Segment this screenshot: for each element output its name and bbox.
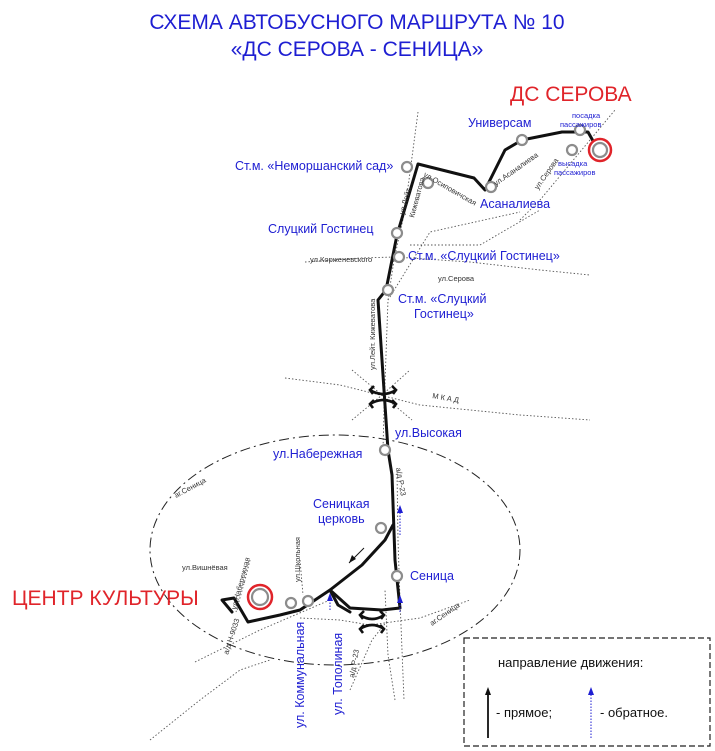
- stop-marker-senitsa: [390, 569, 404, 583]
- road-r23: [396, 469, 405, 701]
- stop-label-asanalieva: Асаналиева: [480, 197, 550, 211]
- stop-label-metro-slutsky-2b: Гостинец»: [414, 307, 474, 321]
- road-shkolnaya: [299, 559, 304, 596]
- interchange-mkad: [368, 385, 398, 409]
- street-label-ag-senitsa-right: аг.Сеница: [428, 600, 462, 628]
- stop-label-senitsa: Сеница: [410, 569, 454, 583]
- street-label-korzhenevskogo: ул.Корженевского: [310, 255, 372, 264]
- stop-label-nemorshansky: Ст.м. «Неморшанский сад»: [235, 159, 393, 173]
- route-line: [220, 130, 599, 624]
- senitsa-boundary: [149, 434, 521, 666]
- terminal-end-marker: [246, 583, 274, 611]
- stop-label-universam: Универсам: [468, 116, 531, 130]
- map-title-line1: СХЕМА АВТОБУСНОГО МАРШРУТА № 10: [149, 11, 564, 34]
- stop-label-slutsky: Слуцкий Гостинец: [268, 222, 374, 236]
- interchange-senitsa: [358, 610, 386, 634]
- stop-marker-metro-slutsky-1: [392, 250, 406, 264]
- legend-frame: [463, 637, 711, 747]
- street-label-kizhevatova-mid: ул.Лейт. Кижеватова: [368, 298, 377, 370]
- road-diag-2: [387, 211, 521, 301]
- stop-marker-boarding: [573, 123, 587, 137]
- terminal-start-marker: [587, 137, 613, 163]
- alighting-label-b: пассажиров: [554, 168, 595, 177]
- stop-label-church-a: Сеницкая: [313, 497, 370, 511]
- legend-reverse-label: - обратное.: [600, 705, 668, 720]
- legend: направление движения: - прямое; - обратн…: [463, 637, 711, 747]
- road-r23-lower: [384, 589, 396, 701]
- stop-marker-kommunalnaya: [284, 596, 298, 610]
- road-vishnevaya: [235, 559, 251, 613]
- stop-label-church-b: церковь: [318, 512, 365, 526]
- stop-marker-asanalieva: [484, 180, 498, 194]
- stop-label-metro-slutsky-2a: Ст.м. «Слуцкий: [398, 292, 487, 306]
- stop-marker-universam: [515, 133, 529, 147]
- stop-marker-nemorshansky: [400, 160, 414, 174]
- road-mkad: [284, 377, 591, 421]
- terminal-end-label: ЦЕНТР КУЛЬТУРЫ: [12, 587, 199, 610]
- direction-arrows: [327, 505, 403, 612]
- stop-markers: [284, 123, 587, 610]
- street-label-ag-senitsa-left: аг.Сеница: [173, 475, 208, 500]
- terminal-start-label: ДС СЕРОВА: [510, 83, 632, 106]
- street-label-n9033: а/д Н-9033: [221, 617, 241, 655]
- street-label-mkad: М К А Д: [432, 391, 460, 405]
- road-mkad-ramp-1: [351, 369, 411, 396]
- road-serova-diagonal: [519, 109, 616, 221]
- road-topolinaya: [349, 619, 389, 691]
- boarding-label-b: пассажиров: [560, 120, 601, 129]
- route-church-link: [328, 523, 395, 614]
- stop-marker-slutsky: [390, 226, 404, 240]
- boarding-label-a: посадка: [572, 111, 601, 120]
- street-label-r23-bottom: а/д Р-23: [347, 649, 361, 679]
- street-label-vishnevaya: ул.Вишнёвая: [182, 563, 228, 572]
- street-label-r23-top: а/д Р-23: [394, 467, 408, 497]
- legend-direct-label: - прямое;: [496, 705, 552, 720]
- road-slutsky-link: [410, 209, 541, 246]
- road-sw: [149, 659, 271, 741]
- stop-label-vysokaya: ул.Высокая: [395, 426, 462, 440]
- legend-reverse-arrow-icon: [588, 687, 594, 695]
- road-korzhenevskogo: [304, 256, 591, 276]
- stop-marker-metro-slutsky-2: [381, 283, 395, 297]
- stop-label-naberezhnaya: ул.Набережная: [273, 447, 362, 461]
- legend-heading: направление движения:: [498, 655, 643, 670]
- stop-marker-church: [374, 521, 388, 535]
- stop-label-metro-slutsky-1: Ст.м. «Слуцкий Гостинец»: [408, 249, 560, 263]
- stop-marker-alighting: [565, 143, 579, 157]
- stop-marker-osipovichskaya: [421, 176, 435, 190]
- street-label-asanalieva: ул.Асаналиева: [492, 150, 541, 188]
- stop-marker-topolinaya: [301, 594, 315, 608]
- stop-label-topolinaya: ул. Тополиная: [331, 633, 345, 715]
- road-n9033: [194, 599, 331, 663]
- street-label-serova-bottom: ул.Серова: [438, 274, 475, 283]
- stop-label-kommunalnaya: ул. Коммунальная: [293, 622, 307, 728]
- legend-direct-arrow-icon: [485, 687, 491, 695]
- alighting-label-a: высадка: [558, 159, 588, 168]
- map-title-line2: «ДС СЕРОВА - СЕНИЦА»: [231, 38, 484, 61]
- street-label-shkolnaya: ул.Школьная: [293, 537, 302, 582]
- stop-marker-vysokaya: [378, 443, 392, 457]
